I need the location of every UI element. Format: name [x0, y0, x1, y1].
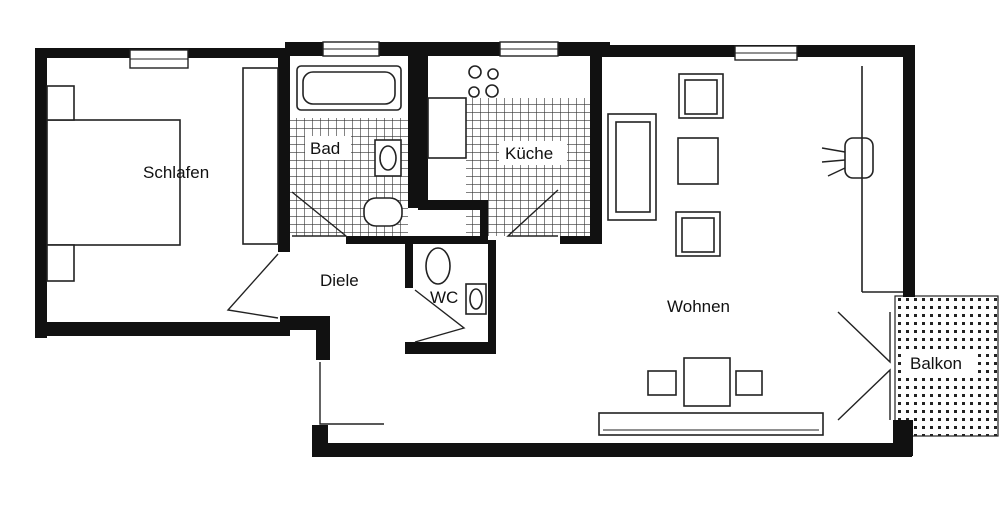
nightstand-bottom [46, 244, 75, 282]
coffee-table [677, 137, 719, 185]
door-balkon-bottom [837, 368, 891, 421]
label-bad: Bad [310, 139, 340, 158]
sideboard [598, 412, 824, 436]
wc-sink [465, 283, 487, 315]
label-diele: Diele [320, 271, 359, 290]
door-schlafen [226, 253, 279, 319]
bathroom-toilet [363, 197, 403, 227]
label-wc: WC [430, 288, 458, 307]
door-bad [291, 191, 348, 237]
bathroom-sink [374, 139, 402, 177]
label-kueche: Küche [505, 144, 553, 163]
doors [226, 189, 891, 425]
wardrobe [242, 67, 279, 245]
door-wc [414, 289, 466, 343]
armchair-top [678, 73, 724, 119]
sofa [607, 113, 657, 221]
stove [468, 65, 499, 98]
label-schlafen: Schlafen [143, 163, 209, 182]
dining-chair-left [647, 370, 677, 396]
label-balkon: Balkon [910, 354, 962, 373]
armchair-bottom [675, 211, 721, 257]
bed [46, 85, 181, 282]
door-kueche [506, 189, 559, 237]
lamp-desk [821, 137, 874, 179]
door-balkon-top [837, 311, 891, 364]
label-wohnen: Wohnen [667, 297, 730, 316]
dining-chair-right [735, 370, 763, 396]
kitchen-counter [427, 97, 467, 159]
nightstand-top [46, 85, 75, 121]
wc-toilet [425, 247, 451, 285]
door-entrance [319, 362, 384, 425]
dining-table [647, 357, 763, 407]
windows [129, 41, 798, 69]
bathtub [296, 65, 402, 111]
